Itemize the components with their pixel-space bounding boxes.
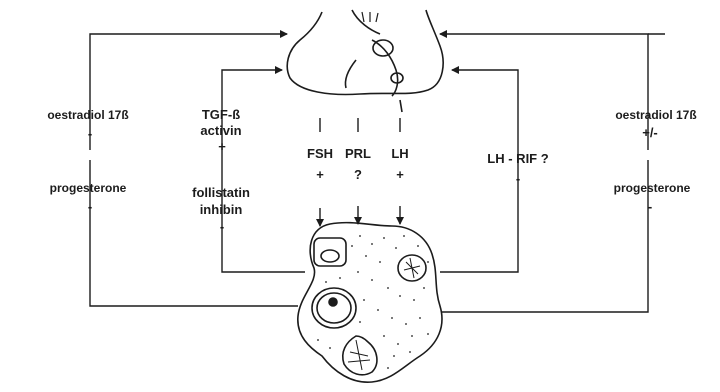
inhibitor-follistatin-label: follistatin [192, 185, 250, 200]
right-effect2-symbol: - [648, 200, 652, 213]
center-right-effect-symbol: - [516, 172, 520, 185]
center-left-minus-symbol: - [220, 220, 224, 233]
right-hormone2-label: progesterone [614, 181, 691, 196]
ovary [298, 223, 442, 383]
stimulator-tgf-label: TGF-ß [202, 107, 240, 122]
left-hormone2-label: progesterone [50, 181, 127, 196]
lh-rif-label: LH - RIF ? [487, 151, 548, 166]
stimulator-activin-label: activin [200, 123, 241, 138]
fsh-effect-symbol: + [316, 168, 324, 181]
pituitary-gland [287, 10, 443, 112]
prl-label: PRL [345, 146, 371, 161]
left-hormone-label: oestradiol 17ß [47, 108, 128, 123]
left-effect-symbol: - [88, 127, 92, 140]
lh-label: LH [391, 146, 408, 161]
right-hormone-label: oestradiol 17ß [615, 108, 696, 123]
left-effect2-symbol: - [88, 200, 92, 213]
inhibitor-inhibin-label: inhibin [200, 202, 243, 217]
right-effect-symbol: +/- [642, 126, 658, 139]
center-left-plus-symbol: + [218, 140, 226, 153]
connector-lines [90, 34, 665, 312]
prl-effect-symbol: ? [354, 168, 362, 181]
lh-effect-symbol: + [396, 168, 404, 181]
fsh-label: FSH [307, 146, 333, 161]
